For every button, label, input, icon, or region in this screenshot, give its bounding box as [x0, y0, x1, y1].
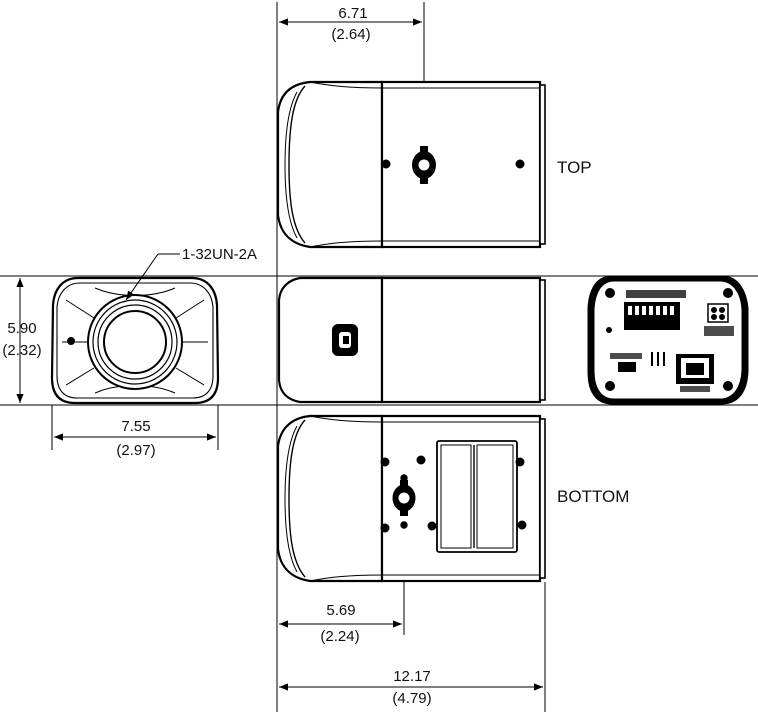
dim-front-width-alt: (2.97) [116, 442, 155, 459]
bottom-mount-icon [392, 480, 416, 516]
top-mount-icon [412, 146, 436, 184]
rear-panel [593, 280, 743, 400]
dim-height-value: 5.90 [7, 320, 36, 337]
dim-top-width-value: 6.71 [338, 5, 367, 22]
front-view [50, 276, 220, 405]
top-view-rear-cap [539, 84, 546, 245]
top-view-body [380, 80, 542, 249]
top-view [276, 80, 546, 249]
side-view-lens-hood [277, 276, 384, 404]
bottom-view [276, 414, 546, 583]
bottom-view-rear-cap [539, 418, 546, 579]
side-view [277, 276, 546, 404]
dim-front-width-value: 7.55 [121, 418, 150, 435]
thread-spec-label: 1-32UN-2A [182, 246, 257, 263]
dip-switch-icon [624, 290, 686, 330]
dim-overall-length-value: 12.17 [393, 668, 431, 685]
dim-mount-offset-value: 5.69 [326, 602, 355, 619]
ethernet-port-icon [676, 354, 714, 392]
power-terminal-icon [704, 303, 734, 336]
dim-height-alt: (2.32) [2, 342, 41, 359]
bottom-view-lens-hood [276, 414, 384, 583]
dim-top-width-alt: (2.64) [331, 26, 370, 43]
bottom-view-label: BOTTOM [557, 487, 629, 506]
lens-glass [103, 310, 167, 374]
dimension-arrows [16, 18, 543, 691]
dim-mount-offset-alt: (2.24) [320, 628, 359, 645]
dim-overall-length-alt: (4.79) [392, 690, 431, 707]
top-view-lens-hood [276, 80, 384, 249]
side-view-rear-cap [539, 279, 546, 401]
side-view-body [380, 276, 542, 404]
labels: 6.71 (2.64) TOP BOTTOM 1-32UN-2A 5.90 (2… [2, 5, 629, 707]
rear-view [587, 275, 749, 405]
top-view-label: TOP [557, 158, 592, 177]
